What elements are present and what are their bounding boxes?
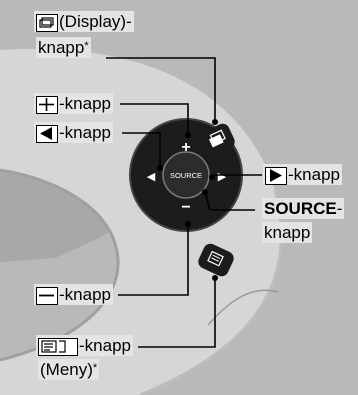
display-icon bbox=[36, 13, 58, 32]
menu-button[interactable] bbox=[196, 241, 236, 278]
display-label-text: (Display)- bbox=[59, 12, 132, 31]
source-button[interactable] bbox=[162, 151, 210, 199]
display-button-label-line2: knapp* bbox=[36, 37, 91, 58]
left-arrow-icon bbox=[36, 124, 58, 143]
minus-icon bbox=[36, 286, 58, 305]
left-button-label: -knapp bbox=[34, 122, 113, 143]
source-label-bold: SOURCE bbox=[264, 199, 337, 218]
menu-button-label: -knapp bbox=[36, 335, 133, 356]
right-arrow-icon bbox=[265, 166, 287, 185]
source-button-label: SOURCE- bbox=[262, 198, 345, 219]
left-button-glyph: ◀ bbox=[147, 170, 156, 183]
source-button-text: SOURCE bbox=[170, 171, 202, 180]
minus-button-glyph: − bbox=[181, 199, 190, 216]
plus-label-text: -knapp bbox=[59, 94, 111, 113]
menu-icon bbox=[38, 337, 78, 356]
display-footnote-mark: * bbox=[84, 40, 89, 52]
plus-button-label: -knapp bbox=[34, 93, 113, 114]
menu-label-meny: (Meny) bbox=[40, 360, 93, 379]
menu-label-text: -knapp bbox=[79, 336, 131, 355]
display-button-label: (Display)- bbox=[34, 11, 134, 32]
left-label-text: -knapp bbox=[59, 123, 111, 142]
source-label-dash: - bbox=[336, 199, 343, 218]
display-label-knapp: knapp bbox=[38, 38, 85, 57]
display-button[interactable] bbox=[197, 121, 237, 158]
right-label-text: -knapp bbox=[288, 165, 340, 184]
right-button-glyph: ▶ bbox=[218, 170, 227, 183]
minus-label-text: -knapp bbox=[59, 285, 111, 304]
leader-endpoints bbox=[157, 119, 218, 281]
source-label-knapp: knapp bbox=[264, 223, 311, 242]
menu-footnote-mark: * bbox=[92, 362, 98, 374]
minus-button-label: -knapp bbox=[34, 284, 113, 305]
leader-lines bbox=[106, 57, 262, 348]
plus-button-glyph: + bbox=[181, 139, 190, 156]
plus-icon bbox=[36, 95, 58, 114]
menu-button-label-line2: (Meny)* bbox=[38, 359, 100, 380]
right-button-label: -knapp bbox=[263, 164, 342, 185]
source-button-label-line2: knapp bbox=[262, 222, 313, 243]
